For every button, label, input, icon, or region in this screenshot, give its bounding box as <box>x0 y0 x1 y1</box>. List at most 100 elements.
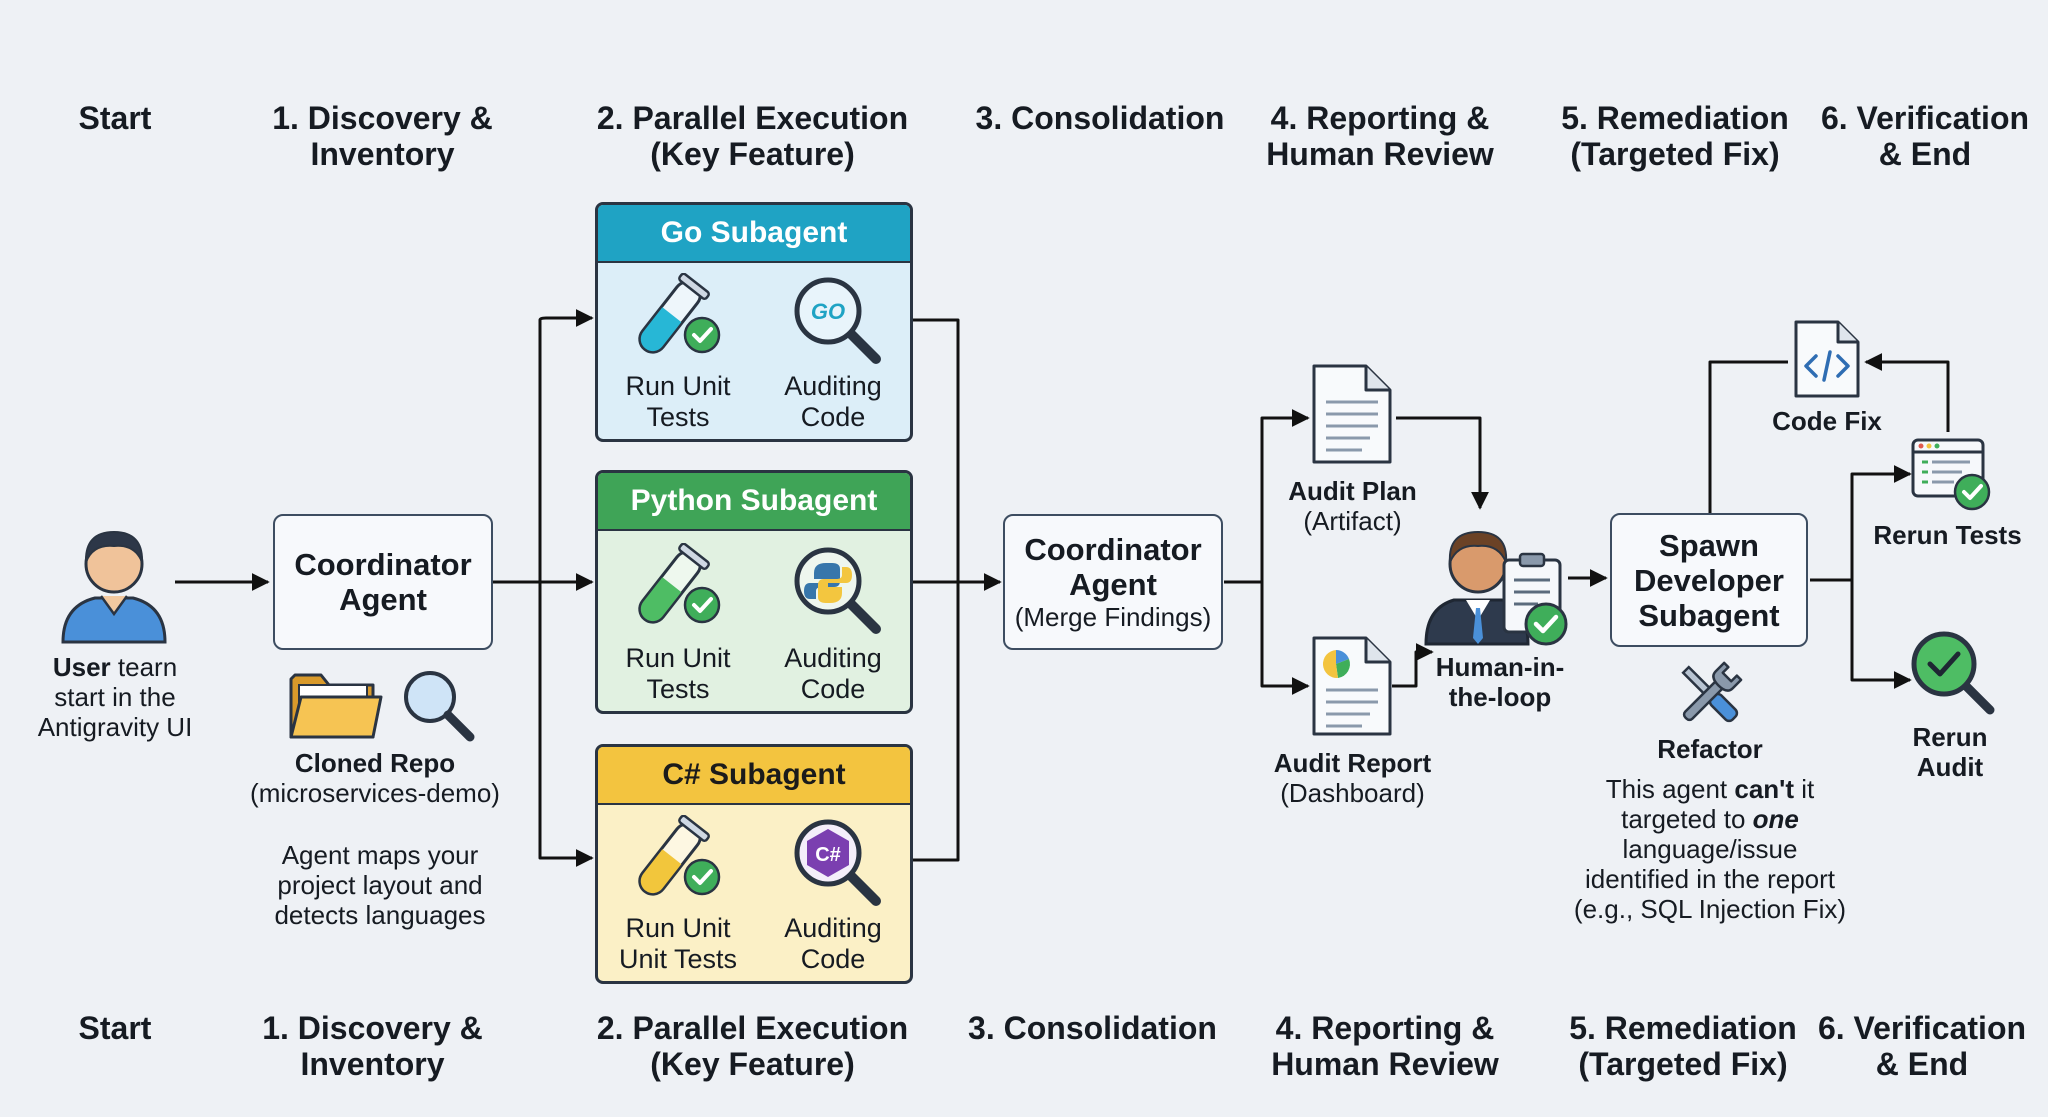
rerun-audit-label: Rerun Audit <box>1880 722 2020 782</box>
refactor-desc-line2: targeted to one <box>1545 804 1875 834</box>
user-label-bold: User <box>52 652 111 682</box>
coordinator-merge-box[interactable]: Coordinator Agent (Merge Findings) <box>1003 514 1223 650</box>
python-right-label: Auditing Code <box>758 643 908 705</box>
audit-plan-label: Audit Plan (Artifact) <box>1260 476 1445 536</box>
csharp-subagent-header: C# Subagent <box>598 747 910 805</box>
refactor-desc-line5: (e.g., SQL Injection Fix) <box>1573 894 1847 924</box>
python-left-label-line2: Tests <box>646 674 710 704</box>
refactor-desc-2a: targeted to <box>1621 804 1753 834</box>
python-right-label-line1: Auditing <box>784 643 882 673</box>
code-file-icon <box>1794 320 1860 398</box>
stage-bottom-discovery: 1. Discovery & Inventory <box>240 1010 505 1082</box>
user-icon <box>61 530 167 644</box>
go-badge-text: GO <box>811 299 845 324</box>
go-subagent-header: Go Subagent <box>598 205 910 263</box>
stage-top-reporting-line2: Human Review <box>1266 136 1494 172</box>
user-label-rest: tearn <box>117 652 178 682</box>
stage-top-parallel-line2: (Key Feature) <box>650 136 855 172</box>
stage-bottom-reporting-line2: Human Review <box>1271 1046 1499 1082</box>
report-document-icon <box>1312 636 1392 736</box>
coordinator-agent-box[interactable]: Coordinator Agent <box>273 514 493 650</box>
refactor-title: Refactor <box>1657 734 1763 764</box>
arrow-report-to-human <box>1392 643 1434 688</box>
stage-bottom-reporting-line1: 4. Reporting & <box>1275 1010 1495 1046</box>
python-search-icon <box>794 547 881 634</box>
stage-bottom-parallel: 2. Parallel Execution (Key Feature) <box>570 1010 935 1082</box>
refactor-desc-1a: This agent <box>1605 774 1735 804</box>
rerun-tests-label: Rerun Tests <box>1873 520 2022 550</box>
stage-bottom-discovery-line2: Inventory <box>300 1046 445 1082</box>
stage-bottom-discovery-line1: 1. Discovery & <box>262 1010 483 1046</box>
stage-top-discovery-line2: Inventory <box>310 136 455 172</box>
rerun-audit-line1: Rerun <box>1912 722 1988 752</box>
coordinator-agent-line1: Coordinator <box>294 547 472 582</box>
go-left-label-line2: Tests <box>646 402 710 432</box>
stage-top-parallel-line1: 2. Parallel Execution <box>596 100 909 136</box>
rerun-audit-line2: Audit <box>1916 752 1984 782</box>
folder-icon <box>289 673 383 739</box>
arrow-to-rerun-audit <box>1850 580 1912 689</box>
human-label-line2: the-loop <box>1448 682 1552 712</box>
arrow-to-go <box>538 309 594 582</box>
csharp-subagent-title: C# Subagent <box>662 758 846 791</box>
stage-top-remediation-line2: (Targeted Fix) <box>1570 136 1780 172</box>
discovery-description-line3: detects languages <box>274 900 486 930</box>
go-subagent-title: Go Subagent <box>660 216 848 249</box>
cloned-repo-title: Cloned Repo <box>294 748 456 778</box>
refactor-description: This agent can't it targeted to one lang… <box>1545 774 1875 924</box>
stage-bottom-reporting: 4. Reporting & Human Review <box>1255 1010 1515 1082</box>
discovery-description-line2: project layout and <box>277 870 483 900</box>
test-tube-icon <box>638 815 721 896</box>
stage-bottom-remediation-line1: 5. Remediation <box>1569 1010 1797 1046</box>
csharp-subagent-card[interactable]: C# Subagent C# Run Unit Unit Tests Audit… <box>595 744 913 984</box>
python-subagent-title: Python Subagent <box>630 484 878 517</box>
arrow-to-audit-plan <box>1260 409 1310 582</box>
stage-top-reporting: 4. Reporting & Human Review <box>1250 100 1510 172</box>
stage-top-verification: 6. Verification & End <box>1815 100 2035 172</box>
cloned-repo-label: Cloned Repo (microservices-demo) <box>230 748 520 808</box>
test-tube-icon <box>638 543 721 624</box>
user-label-line2: start in the <box>54 682 176 712</box>
human-label-line1: Human-in- <box>1435 652 1565 682</box>
stage-top-consolidation-line1: 3. Consolidation <box>975 100 1225 136</box>
coordinator-merge-line3: (Merge Findings) <box>1014 602 1212 632</box>
audit-plan-subtitle: (Artifact) <box>1303 506 1402 536</box>
go-right-label-line1: Auditing <box>784 371 882 401</box>
discovery-description: Agent maps your project layout and detec… <box>240 840 520 930</box>
stage-bottom-verification-line2: & End <box>1875 1046 1969 1082</box>
python-left-label: Run Unit Tests <box>603 643 753 705</box>
audit-report-label: Audit Report (Dashboard) <box>1255 748 1450 808</box>
stage-top-start-line1: Start <box>78 100 152 136</box>
csharp-right-label: Auditing Code <box>758 913 908 975</box>
human-reviewer-icon <box>1424 530 1568 646</box>
csharp-right-label-line2: Code <box>800 944 866 974</box>
go-left-label: Run Unit Tests <box>603 371 753 433</box>
refactor-desc-1b: can't <box>1734 774 1795 804</box>
coordinator-merge-line1: Coordinator <box>1024 532 1202 567</box>
user-label-line3: Antigravity UI <box>37 712 193 742</box>
audit-plan-title: Audit Plan <box>1288 476 1417 506</box>
human-in-the-loop-label: Human-in- the-loop <box>1420 652 1580 712</box>
arrow-csharp-merge <box>913 582 960 862</box>
stage-bottom-start: Start <box>40 1010 190 1046</box>
audit-report-subtitle: (Dashboard) <box>1280 778 1425 808</box>
coordinator-agent-line2: Agent <box>339 582 427 617</box>
arrow-go-merge <box>913 318 960 582</box>
python-subagent-card[interactable]: Python Subagent Run Unit Tests Auditing … <box>595 470 913 714</box>
go-right-label: Auditing Code <box>758 371 908 433</box>
csharp-left-label-line1: Run Unit <box>625 913 731 943</box>
spawn-developer-subagent-box[interactable]: Spawn Developer Subagent <box>1610 513 1808 647</box>
stage-top-verification-line1: 6. Verification <box>1820 100 2030 136</box>
refactor-desc-line1: This agent can't it <box>1545 774 1875 804</box>
go-subagent-card[interactable]: Go Subagent GO Run Unit Tests Auditing C… <box>595 202 913 442</box>
audit-report-title: Audit Report <box>1273 748 1432 778</box>
refactor-desc-line4: identified in the report <box>1584 864 1836 894</box>
stage-bottom-remediation-line2: (Targeted Fix) <box>1578 1046 1788 1082</box>
stage-bottom-consolidation: 3. Consolidation <box>955 1010 1230 1046</box>
csharp-right-label-line1: Auditing <box>784 913 882 943</box>
stage-top-discovery: 1. Discovery & Inventory <box>250 100 515 172</box>
csharp-badge-text: C# <box>815 844 841 866</box>
stage-bottom-start-line1: Start <box>78 1010 152 1046</box>
stage-bottom-remediation: 5. Remediation (Targeted Fix) <box>1548 1010 1818 1082</box>
